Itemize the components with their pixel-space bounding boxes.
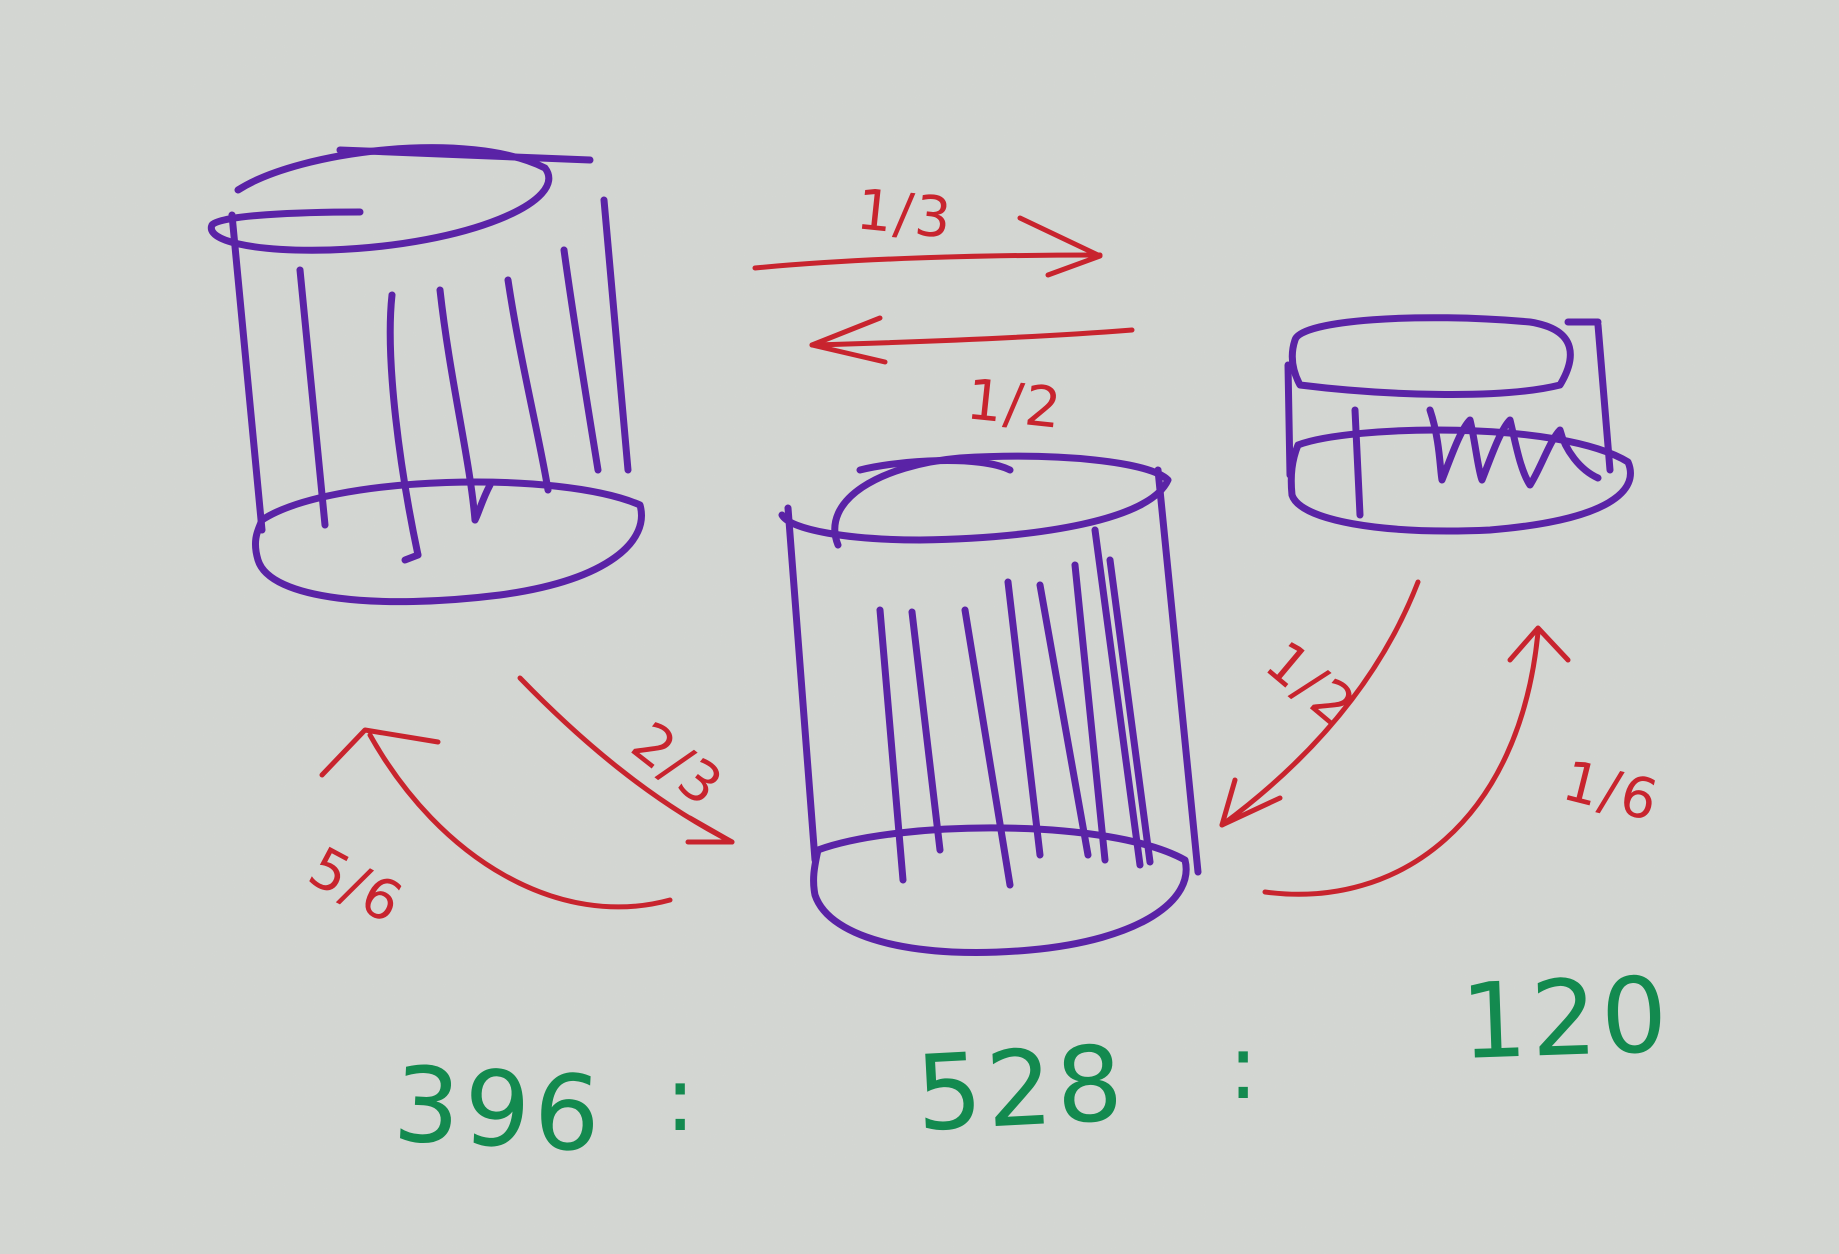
count-separator: : xyxy=(665,1047,695,1152)
middle-cylinder-right-side xyxy=(1154,466,1202,876)
middle-cylinder xyxy=(778,452,1202,956)
label-left-to-right: 1/3 xyxy=(854,177,956,252)
middle-cylinder-top-back xyxy=(856,457,1014,474)
left-cylinder-bottom-ellipse xyxy=(252,478,645,606)
arrow-middle-to-right xyxy=(1262,625,1571,897)
arrowhead xyxy=(1017,215,1103,278)
middle-cylinder-stripe xyxy=(1036,581,1092,859)
middle-cylinder-stripe xyxy=(1091,526,1144,869)
arrowhead xyxy=(319,727,441,778)
left-cylinder-stripe xyxy=(386,291,422,559)
left-cylinder-stripe xyxy=(471,481,494,524)
middle-cylinder-stripe xyxy=(961,606,1014,889)
middle-cylinder-stripe xyxy=(1106,556,1154,866)
arrowhead xyxy=(809,315,888,365)
arrow-middle-to-left xyxy=(319,727,673,910)
middle-cylinder-stripe xyxy=(1004,578,1044,859)
right-cylinder-top-rim xyxy=(1288,314,1574,398)
label-right-to-left: 1/2 xyxy=(964,367,1066,442)
right-cylinder-stripe xyxy=(1426,406,1602,489)
left-cylinder-top-back xyxy=(336,146,594,164)
left-cylinder-stripe xyxy=(436,286,479,524)
right-cylinder-stripe xyxy=(1351,406,1364,519)
count-middle: 528 xyxy=(913,1022,1130,1155)
left-cylinder-stripe xyxy=(296,266,329,529)
arrow-right-to-middle xyxy=(1219,579,1421,828)
left-cylinder-top-rim xyxy=(207,144,553,254)
middle-cylinder-top-rim xyxy=(778,452,1172,549)
left-cylinder xyxy=(207,144,645,606)
left-cylinder-stripe xyxy=(504,276,552,494)
left-cylinder-stripe xyxy=(401,551,422,564)
count-right: 120 xyxy=(1459,954,1674,1083)
arrow-right-to-left xyxy=(809,315,1135,365)
right-cylinder-left-side xyxy=(1284,361,1294,479)
middle-cylinder-stripe xyxy=(908,608,944,854)
arrowhead xyxy=(1507,625,1571,663)
right-cylinder-right-side xyxy=(1594,321,1614,474)
left-cylinder-right-side xyxy=(600,196,632,474)
middle-cylinder-bottom-ellipse xyxy=(810,824,1190,956)
count-left: 396 xyxy=(391,1043,608,1176)
middle-cylinder-stripe xyxy=(1071,561,1109,864)
arrowhead xyxy=(685,815,735,845)
middle-cylinder-left-side xyxy=(784,504,819,864)
arrow-left-to-middle xyxy=(517,675,735,845)
count-separator: : xyxy=(1228,1015,1258,1120)
arrowhead xyxy=(1219,777,1283,828)
right-cylinder xyxy=(1284,314,1634,535)
left-cylinder-stripe xyxy=(560,246,602,474)
left-cylinder-left-side xyxy=(228,211,266,534)
middle-cylinder-stripe xyxy=(876,606,907,884)
arrow-left-to-right xyxy=(752,215,1103,278)
